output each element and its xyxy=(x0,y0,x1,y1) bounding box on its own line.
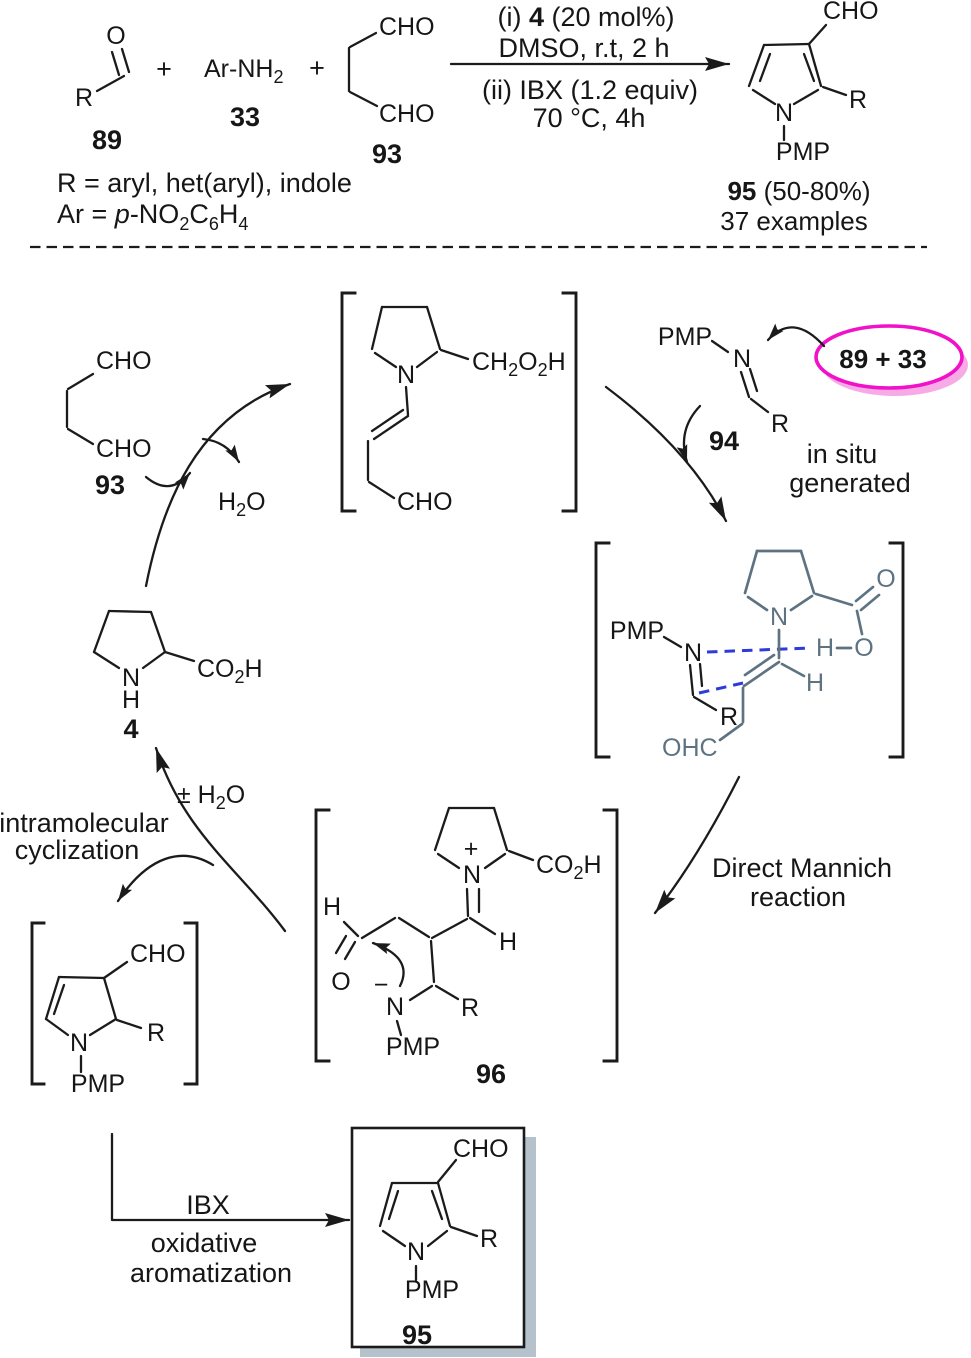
svg-text:O: O xyxy=(854,634,873,662)
svg-text:H: H xyxy=(816,634,834,662)
svg-text:PMP: PMP xyxy=(658,323,712,351)
svg-text:intramolecular: intramolecular xyxy=(0,808,169,838)
svg-text:cyclization: cyclization xyxy=(15,835,140,865)
svg-text:O: O xyxy=(876,565,895,593)
svg-text:OHC: OHC xyxy=(662,734,718,762)
svg-text:N: N xyxy=(684,639,702,667)
svg-text:Direct Mannich: Direct Mannich xyxy=(712,853,892,883)
svg-text:R: R xyxy=(480,1225,498,1253)
svg-text:89 + 33: 89 + 33 xyxy=(839,344,926,374)
svg-text:PMP: PMP xyxy=(776,138,830,166)
svg-text:N: N xyxy=(70,1029,88,1057)
svg-text:H: H xyxy=(323,893,341,921)
svg-text:89: 89 xyxy=(92,125,122,155)
svg-text:PMP: PMP xyxy=(71,1070,125,1098)
svg-text:CO2H: CO2H xyxy=(197,655,263,687)
svg-text:H: H xyxy=(499,928,517,956)
svg-text:95 (50-80%): 95 (50-80%) xyxy=(727,176,870,206)
svg-text:in situ: in situ xyxy=(807,439,878,469)
svg-text:N: N xyxy=(770,603,788,631)
svg-text:PMP: PMP xyxy=(386,1033,440,1061)
svg-text:(ii) IBX (1.2 equiv): (ii) IBX (1.2 equiv) xyxy=(482,75,698,105)
svg-text:PMP: PMP xyxy=(610,617,664,645)
svg-text:70 °C, 4h: 70 °C, 4h xyxy=(533,103,646,133)
svg-text:O: O xyxy=(331,968,350,996)
svg-text:(i) 4 (20 mol%): (i) 4 (20 mol%) xyxy=(497,2,674,32)
svg-text:N: N xyxy=(407,1238,425,1266)
svg-text:33: 33 xyxy=(230,102,260,132)
svg-text:CHO: CHO xyxy=(379,100,435,128)
svg-text:N: N xyxy=(397,361,415,389)
svg-text:N: N xyxy=(775,99,793,127)
svg-text:DMSO, r.t, 2 h: DMSO, r.t, 2 h xyxy=(498,33,669,63)
svg-text:R: R xyxy=(461,994,479,1022)
svg-text:Ar-NH2: Ar-NH2 xyxy=(204,55,283,87)
svg-text:oxidative: oxidative xyxy=(151,1228,258,1258)
svg-text:CHO: CHO xyxy=(453,1135,509,1163)
svg-text:CHO: CHO xyxy=(379,13,435,41)
svg-text:generated: generated xyxy=(789,468,911,498)
svg-text:37 examples: 37 examples xyxy=(720,206,867,236)
svg-text:N: N xyxy=(122,664,140,692)
svg-text:reaction: reaction xyxy=(750,882,846,912)
svg-text:CO2H: CO2H xyxy=(536,851,602,883)
svg-text:H: H xyxy=(806,669,824,697)
svg-text:CHO: CHO xyxy=(96,347,152,375)
svg-text:96: 96 xyxy=(476,1059,506,1089)
svg-text:R: R xyxy=(75,84,93,112)
svg-text:H: H xyxy=(122,686,140,714)
svg-text:93: 93 xyxy=(95,470,125,500)
svg-text:R: R xyxy=(849,86,867,114)
svg-text:N: N xyxy=(463,861,481,889)
svg-text:IBX: IBX xyxy=(186,1190,230,1220)
svg-text:Ar = p-NO2C6H4: Ar = p-NO2C6H4 xyxy=(57,199,248,234)
svg-text:CHO: CHO xyxy=(397,488,453,516)
svg-text:aromatization: aromatization xyxy=(130,1258,292,1288)
svg-text:94: 94 xyxy=(709,426,739,456)
svg-text:CH2O2H: CH2O2H xyxy=(472,348,566,380)
svg-text:R: R xyxy=(720,703,738,731)
svg-text:93: 93 xyxy=(372,139,402,169)
svg-text:R: R xyxy=(771,410,789,438)
svg-text:O: O xyxy=(106,22,125,50)
svg-text:4: 4 xyxy=(123,714,138,744)
svg-text:R: R xyxy=(147,1019,165,1047)
svg-text:95: 95 xyxy=(402,1320,432,1350)
svg-text:R = aryl, het(aryl), indole: R = aryl, het(aryl), indole xyxy=(57,168,352,198)
svg-text:+: + xyxy=(156,54,172,84)
svg-text:± H2O: ± H2O xyxy=(177,781,245,813)
svg-text:−: − xyxy=(374,971,389,999)
svg-text:CHO: CHO xyxy=(96,435,152,463)
svg-text:+: + xyxy=(464,835,479,863)
svg-text:CHO: CHO xyxy=(130,940,186,968)
svg-text:N: N xyxy=(386,993,404,1021)
svg-text:CHO: CHO xyxy=(823,0,879,25)
svg-text:PMP: PMP xyxy=(405,1276,459,1304)
svg-text:+: + xyxy=(309,53,325,83)
svg-text:N: N xyxy=(733,345,751,373)
